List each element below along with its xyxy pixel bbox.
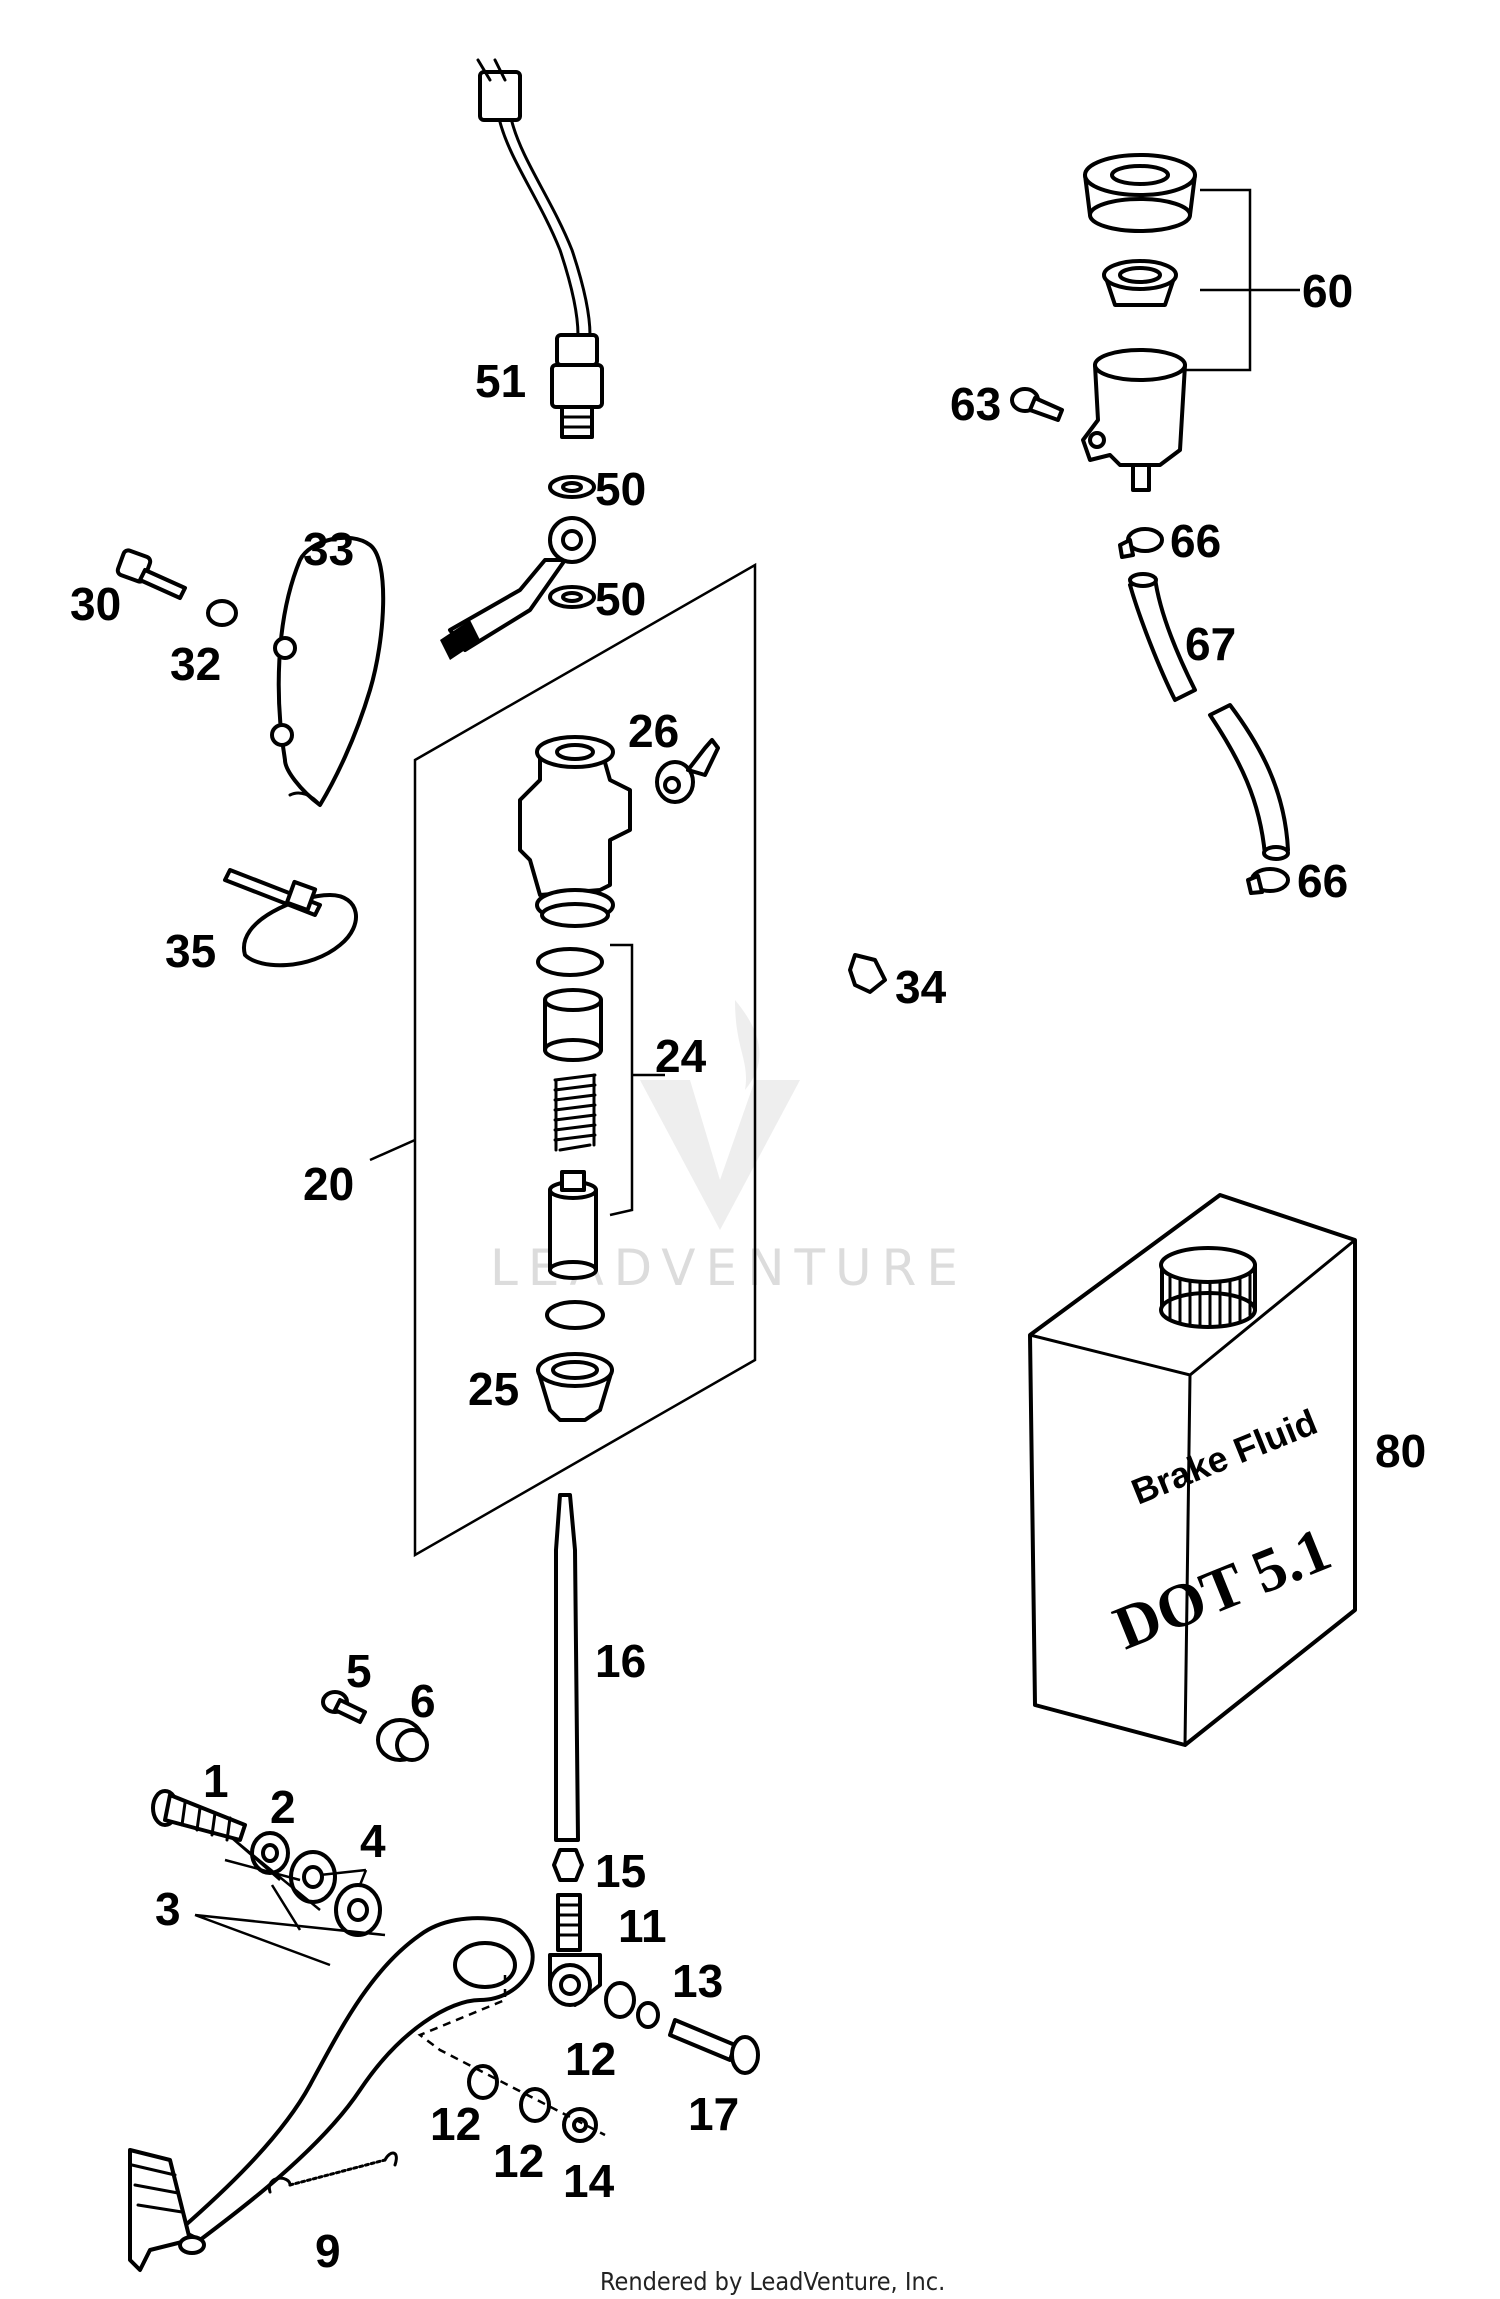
- screw-63-part: [1010, 387, 1064, 422]
- callout-9: 9: [315, 2225, 341, 2277]
- clip-34-part: [848, 953, 887, 994]
- callout-15: 15: [595, 1845, 646, 1897]
- callout-63: 63: [950, 378, 1001, 430]
- reservoir-body-part: [1081, 348, 1187, 492]
- banjo-hose-fitting: [440, 516, 596, 660]
- bushing-part: [376, 1718, 429, 1762]
- nut-part: [206, 599, 238, 627]
- banjo-bolt-part: [655, 738, 720, 804]
- leader-lines: [194, 1837, 386, 1967]
- screw-5-part: [321, 1690, 367, 1724]
- callout-14: 14: [563, 2155, 615, 2207]
- callout-25: 25: [468, 1363, 519, 1415]
- callout-33: 33: [303, 523, 354, 575]
- callout-60: 60: [1302, 265, 1353, 317]
- cover-part: [270, 535, 386, 807]
- hose-clamp-lower: [1246, 867, 1290, 895]
- bolt-17-part: [668, 2018, 760, 2075]
- callout-11: 11: [618, 1900, 667, 1952]
- callout-2: 2: [270, 1781, 296, 1833]
- callout-4: 4: [360, 1815, 386, 1867]
- brake-fluid-can: [1028, 1193, 1357, 1747]
- callout-50-upper: 50: [595, 463, 646, 515]
- circlip-part: [545, 1300, 605, 1330]
- reservoir-cap-part: [1083, 153, 1197, 233]
- callout-66-lower: 66: [1297, 855, 1348, 907]
- callout-12-right: 12: [565, 2033, 616, 2085]
- watermark-logo: [640, 1000, 800, 1230]
- washer-12-lower-a: [467, 2064, 499, 2100]
- callout-51: 51: [475, 355, 526, 407]
- brake-pedal-part: [128, 1916, 535, 2272]
- push-rod-part: [552, 1493, 584, 1952]
- cable-tie-part: [223, 868, 358, 968]
- boot-part: [536, 1352, 614, 1422]
- callout-34: 34: [895, 961, 947, 1013]
- pedal-bolt-part: [151, 1789, 247, 1842]
- callout-3: 3: [155, 1883, 181, 1935]
- master-cylinder-body: [518, 735, 632, 928]
- callout-32: 32: [170, 638, 221, 690]
- clevis-part: [548, 1953, 602, 2007]
- reservoir-diaphragm-part: [1102, 259, 1178, 307]
- master-cylinder-frame: [413, 562, 757, 1558]
- piston-part: [548, 1170, 598, 1280]
- footer-credit: Rendered by LeadVenture, Inc.: [600, 2267, 945, 2296]
- callout-80: 80: [1375, 1425, 1426, 1477]
- spring-part: [553, 1073, 597, 1152]
- callout-12-lower-b: 12: [493, 2135, 544, 2187]
- callout-67: 67: [1185, 618, 1236, 670]
- callout-35: 35: [165, 925, 216, 977]
- hose-part: [1128, 572, 1290, 861]
- callout-17: 17: [688, 2088, 739, 2140]
- callout-1: 1: [203, 1755, 229, 1807]
- callout-13: 13: [672, 1955, 723, 2007]
- hose-clamp-upper: [1118, 527, 1164, 559]
- o-ring-part: [536, 947, 604, 977]
- callouts: 51 50 50 33 30 32 26 35 24 20 25 34 60 6…: [70, 265, 1426, 2277]
- callout-16: 16: [595, 1635, 646, 1687]
- callout-12-lower-a: 12: [430, 2098, 481, 2150]
- callout-50-lower: 50: [595, 573, 646, 625]
- screw-part: [115, 548, 187, 600]
- return-spring-part: [267, 2151, 398, 2194]
- callout-20: 20: [303, 1158, 354, 1210]
- callout-5: 5: [346, 1645, 372, 1697]
- callout-6: 6: [410, 1675, 436, 1727]
- lock-washer-13: [636, 2001, 660, 2029]
- callout-26: 26: [628, 705, 679, 757]
- nut-14-part: [562, 2107, 598, 2143]
- callout-24: 24: [655, 1030, 707, 1082]
- washer-12-right: [604, 1981, 636, 2019]
- washer-12-lower-b: [519, 2087, 551, 2123]
- brake-light-switch-part: [476, 58, 604, 439]
- callout-30: 30: [70, 578, 121, 630]
- sleeve-part: [543, 988, 603, 1062]
- callout-66-upper: 66: [1170, 515, 1221, 567]
